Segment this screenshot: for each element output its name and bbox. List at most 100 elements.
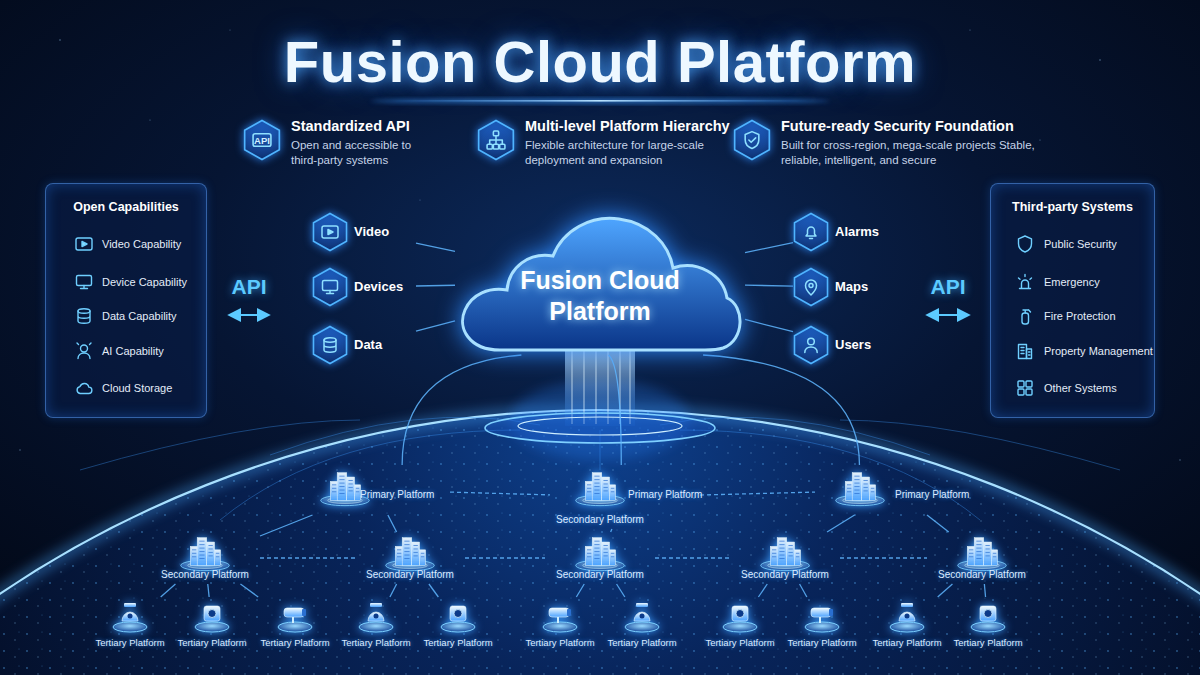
item-icon-part-part: [77, 343, 91, 359]
item-icon-part: [1015, 378, 1035, 398]
camera-icon-part: [802, 597, 842, 633]
capability-panel: Third-party SystemsPublic SecurityEmerge…: [990, 183, 1155, 418]
camera-icon-part: [887, 597, 927, 633]
connector-line: [402, 355, 521, 465]
platform-node: Tertiary Platform: [865, 597, 949, 651]
hexagon-shape-part-part-part: [805, 347, 817, 353]
platform-label: Secondary Platform: [355, 569, 465, 581]
hexagon-shape: [793, 325, 829, 365]
platform-node: Secondary Platform: [355, 532, 465, 584]
connector-line: [208, 584, 209, 597]
item-icon: [74, 341, 94, 361]
panel-item: Public Security: [1044, 237, 1117, 251]
hex-node: Users: [793, 325, 897, 365]
network-arcs-part: [80, 420, 360, 470]
item-icon: [1015, 378, 1035, 398]
camera-icon: [887, 597, 927, 633]
platform-label: Tertiary Platform: [253, 637, 337, 649]
hexagon-shape-part-part-part: [808, 338, 815, 345]
hexagon-shape-part-part: [795, 327, 828, 364]
item-icon-part-part-part: [1019, 236, 1032, 252]
star-field-part: [230, 30, 231, 31]
camera-icon-part-part: [634, 612, 650, 621]
item-icon: [74, 306, 94, 326]
item-icon-part-part-part: [1027, 349, 1032, 359]
hex-label: Maps: [835, 279, 868, 294]
platform-label: Primary Platform: [360, 489, 434, 501]
camera-icon-part-part: [732, 606, 748, 621]
api-double-arrow: [928, 314, 968, 316]
camera-icon-part-part: [899, 612, 915, 621]
hex-label: Data: [354, 337, 382, 352]
star-field: [19, 29, 1180, 460]
connector-line: [260, 515, 313, 536]
item-icon-part-part-part: [77, 384, 92, 394]
item-icon-part-part-part: [1023, 310, 1031, 313]
building-icon-part: [759, 532, 811, 572]
building-icon-part-part-part: [845, 481, 853, 500]
hex-label: Video: [354, 224, 389, 239]
item-icon-part-part-part: [1022, 313, 1029, 324]
building-icon-part-part-part: [215, 550, 221, 566]
hexagon-shape-part: [312, 325, 348, 365]
building-icon-part-part: [395, 538, 425, 566]
camera-icon-part: [110, 597, 150, 633]
feature-icon-part-part: [479, 121, 514, 160]
camera-icon-part-part: [805, 622, 839, 632]
star-field-part: [420, 200, 421, 201]
item-icon: [1015, 306, 1035, 326]
camera-icon-part-part: [625, 622, 659, 632]
camera-icon-part-part: [890, 622, 924, 632]
cloud-node-part-part: [463, 218, 740, 350]
platform-label: Tertiary Platform: [416, 637, 500, 649]
camera-icon-part-part: [557, 617, 559, 623]
platform-node: Primary Platform: [300, 465, 450, 515]
camera-icon-part: [275, 597, 315, 633]
feature-icon-part-part: [245, 121, 280, 160]
hexagon-shape-part-part-part: [327, 291, 334, 294]
hexagon-shape-part-part-part: [809, 284, 813, 288]
hexagon-shape-part: [312, 212, 348, 252]
building-icon: [179, 532, 231, 572]
title-underline: [390, 100, 810, 102]
camera-icon: [622, 597, 662, 633]
panel-item: Data Capability: [102, 309, 177, 323]
camera-icon-part-part: [636, 603, 648, 607]
hexagon-shape-part-part: [324, 338, 336, 352]
building-icon-part: [574, 532, 626, 572]
feature-item: Future-ready Security FoundationBuilt fo…: [733, 113, 1038, 175]
building-icon-part-part-part: [770, 546, 778, 565]
item-icon-part-part: [78, 309, 90, 323]
item-icon-part-part-part: [1026, 381, 1032, 387]
building-icon-part-part: [969, 541, 996, 558]
item-icon-part-part: [77, 276, 92, 289]
item-icon-part: [1015, 234, 1035, 254]
hexagon-shape: [793, 267, 829, 307]
camera-icon-part-part: [122, 612, 138, 621]
camera-icon-part-part: [736, 610, 744, 618]
network-arcs-part: [840, 420, 1120, 470]
camera-icon-part-part: [450, 606, 466, 621]
camera-icon: [802, 597, 842, 633]
connector-line: [927, 515, 949, 532]
camera-icon-part-part: [811, 608, 831, 617]
item-icon-part-part-part: [1019, 345, 1027, 359]
feature-description: Flexible architecture for large-scale de…: [525, 138, 740, 168]
building-icon-part-part-part: [610, 485, 616, 501]
connector-line: [429, 584, 438, 597]
connector-line: [465, 557, 545, 558]
item-icon-part-part-part: [76, 238, 92, 250]
building-icon-part-part-part: [355, 485, 361, 501]
camera-icon: [110, 597, 150, 633]
camera-icon-part-part: [368, 612, 384, 621]
platform-label: Tertiary Platform: [170, 637, 254, 649]
platform-label: Secondary Platform: [730, 569, 840, 581]
hexagon-shape: [312, 325, 348, 365]
platform-label: Secondary Platform: [545, 569, 655, 581]
platform-node: Tertiary Platform: [416, 597, 500, 651]
platform-node: Tertiary Platform: [600, 597, 684, 651]
cloud-label: Fusion Cloud Platform: [505, 265, 695, 327]
building-icon-part: [834, 465, 886, 509]
connector-line: [938, 584, 953, 597]
item-icon-part-part: [76, 238, 92, 250]
